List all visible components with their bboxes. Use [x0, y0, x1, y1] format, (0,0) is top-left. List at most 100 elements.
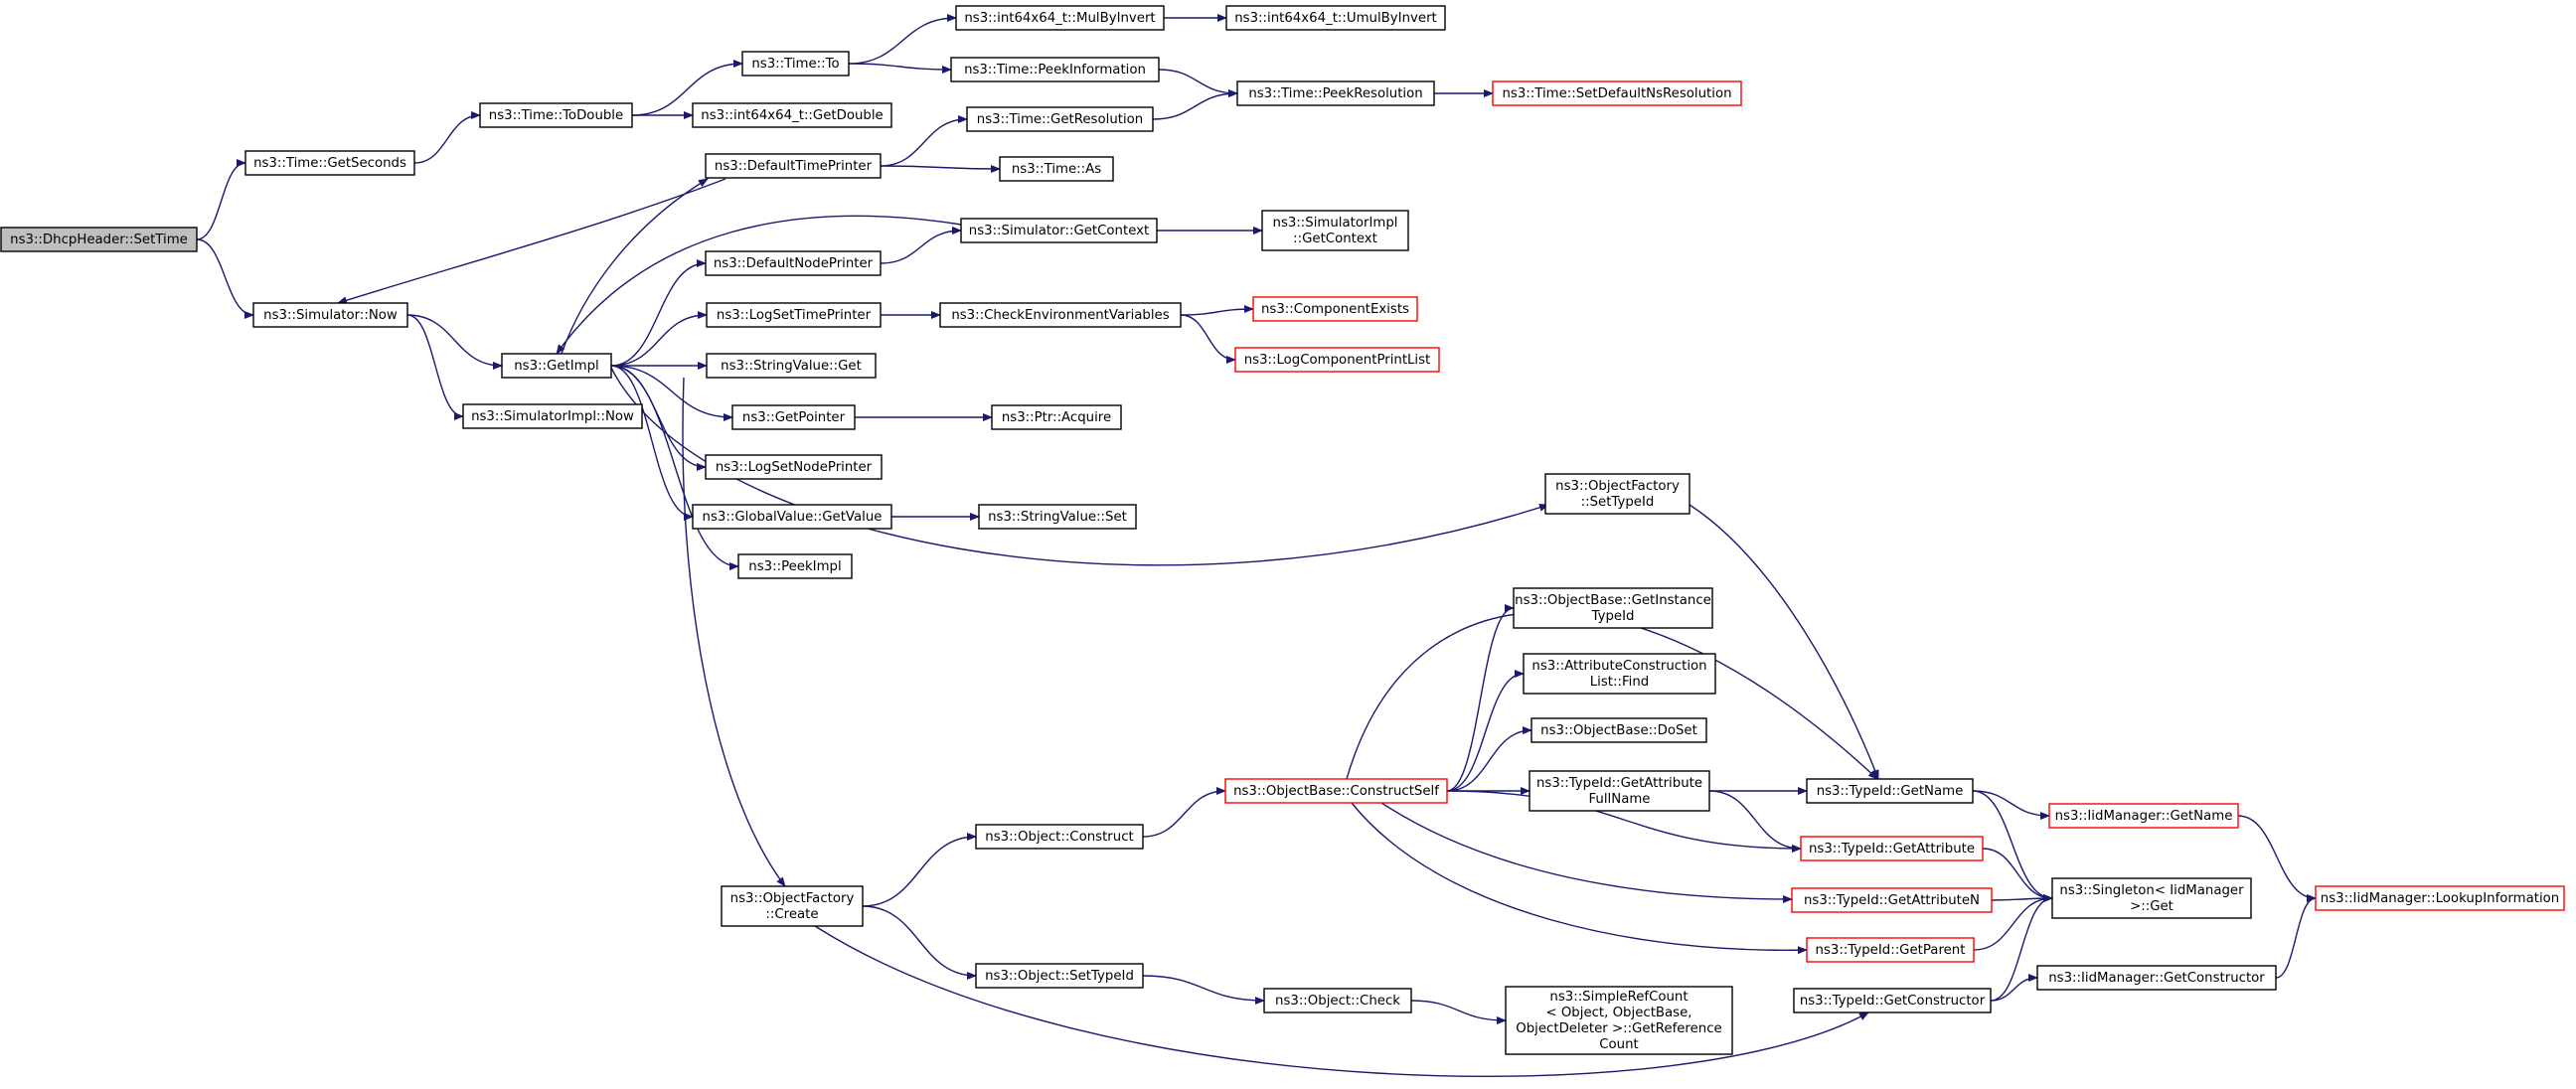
node-iidgetname[interactable]: ns3::IidManager::GetName: [2048, 803, 2239, 829]
node-box[interactable]: [501, 353, 612, 379]
node-box[interactable]: [1225, 5, 1446, 31]
node-box[interactable]: [1505, 986, 1733, 1055]
node-peekimpl[interactable]: ns3::PeekImpl: [737, 553, 853, 579]
node-box[interactable]: [978, 504, 1137, 530]
node-gvgetvalue[interactable]: ns3::GlobalValue::GetValue: [692, 504, 892, 530]
node-objcheck[interactable]: ns3::Object::Check: [1263, 988, 1412, 1013]
node-tidgetparent[interactable]: ns3::TypeId::GetParent: [1806, 937, 1975, 963]
node-box[interactable]: [939, 302, 1182, 328]
node-box[interactable]: [1530, 717, 1707, 743]
node-box[interactable]: [999, 156, 1114, 182]
node-box[interactable]: [721, 885, 864, 927]
node-iidgetconstructor[interactable]: ns3::IidManager::GetConstructor: [2036, 965, 2277, 991]
node-objsettypeid[interactable]: ns3::Object::SetTypeId: [975, 963, 1144, 989]
node-ofsettypeid[interactable]: ns3::ObjectFactory::SetTypeId: [1544, 473, 1690, 515]
node-box[interactable]: [2315, 885, 2565, 911]
node-simimplgetcontext[interactable]: ns3::SimulatorImpl::GetContext: [1261, 210, 1409, 251]
node-box[interactable]: [252, 302, 408, 328]
node-strvalget[interactable]: ns3::StringValue::Get: [706, 353, 877, 379]
node-box[interactable]: [2051, 877, 2252, 919]
node-compexists[interactable]: ns3::ComponentExists: [1252, 296, 1418, 322]
node-box[interactable]: [2036, 965, 2277, 991]
node-box[interactable]: [1252, 296, 1418, 322]
node-simplerefcount[interactable]: ns3::SimpleRefCount< Object, ObjectBase,…: [1505, 986, 1733, 1055]
node-settime[interactable]: ns3::DhcpHeader::SetTime: [0, 227, 198, 252]
node-strvalset[interactable]: ns3::StringValue::Set: [978, 504, 1137, 530]
node-box[interactable]: [1492, 80, 1742, 106]
node-ptracquire[interactable]: ns3::Ptr::Acquire: [991, 404, 1122, 430]
node-deftimeprinter[interactable]: ns3::DefaultTimePrinter: [705, 153, 882, 179]
node-box[interactable]: [1791, 887, 1993, 913]
node-tidgetattrn[interactable]: ns3::TypeId::GetAttributeN: [1791, 887, 1993, 913]
node-box[interactable]: [741, 51, 850, 77]
node-simimplnow[interactable]: ns3::SimulatorImpl::Now: [462, 403, 643, 429]
node-box[interactable]: [479, 102, 633, 128]
node-box[interactable]: [1523, 653, 1716, 695]
node-logcompprint[interactable]: ns3::LogComponentPrintList: [1234, 347, 1440, 373]
node-box[interactable]: [960, 218, 1158, 243]
node-logsettimeprinter[interactable]: ns3::LogSetTimePrinter: [706, 302, 882, 328]
node-getimpl[interactable]: ns3::GetImpl: [501, 353, 612, 379]
node-getpointer[interactable]: ns3::GetPointer: [731, 404, 856, 430]
node-todouble[interactable]: ns3::Time::ToDouble: [479, 102, 633, 128]
node-box[interactable]: [706, 302, 882, 328]
node-objconstruct[interactable]: ns3::Object::Construct: [975, 824, 1144, 850]
node-setdefres[interactable]: ns3::Time::SetDefaultNsResolution: [1492, 80, 1742, 106]
node-box[interactable]: [991, 404, 1122, 430]
node-box[interactable]: [462, 403, 643, 429]
node-mulbyinvert[interactable]: ns3::int64x64_t::MulByInvert: [955, 5, 1165, 31]
node-umulbyinvert[interactable]: ns3::int64x64_t::UmulByInvert: [1225, 5, 1446, 31]
node-box[interactable]: [1513, 587, 1713, 629]
node-logsetnodeprinter[interactable]: ns3::LogSetNodePrinter: [705, 454, 883, 480]
node-box[interactable]: [1806, 778, 1974, 804]
node-box[interactable]: [705, 250, 882, 276]
node-peekinfo[interactable]: ns3::Time::PeekInformation: [950, 57, 1160, 82]
node-box[interactable]: [975, 963, 1144, 989]
node-box[interactable]: [1236, 80, 1435, 106]
node-box[interactable]: [705, 454, 883, 480]
node-ofcreate[interactable]: ns3::ObjectFactory::Create: [721, 885, 864, 927]
node-box[interactable]: [966, 106, 1154, 132]
node-box[interactable]: [950, 57, 1160, 82]
node-tidgetname[interactable]: ns3::TypeId::GetName: [1806, 778, 1974, 804]
node-box[interactable]: [1800, 836, 1984, 861]
node-box[interactable]: [692, 504, 892, 530]
node-simnow[interactable]: ns3::Simulator::Now: [252, 302, 408, 328]
node-box[interactable]: [1263, 988, 1412, 1013]
node-getres[interactable]: ns3::Time::GetResolution: [966, 106, 1154, 132]
node-box[interactable]: [1544, 473, 1690, 515]
node-box[interactable]: [737, 553, 853, 579]
node-box[interactable]: [1224, 778, 1448, 804]
node-singleton[interactable]: ns3::Singleton< IidManager>::Get: [2051, 877, 2252, 919]
node-getseconds[interactable]: ns3::Time::GetSeconds: [244, 150, 415, 176]
node-checkenv[interactable]: ns3::CheckEnvironmentVariables: [939, 302, 1182, 328]
node-box[interactable]: [955, 5, 1165, 31]
node-box[interactable]: [1234, 347, 1440, 373]
node-tidgetattr[interactable]: ns3::TypeId::GetAttribute: [1800, 836, 1984, 861]
node-box[interactable]: [731, 404, 856, 430]
node-peekres[interactable]: ns3::Time::PeekResolution: [1236, 80, 1435, 106]
node-box[interactable]: [0, 227, 198, 252]
node-box[interactable]: [1806, 937, 1975, 963]
node-box[interactable]: [975, 824, 1144, 850]
node-box[interactable]: [1529, 770, 1710, 812]
node-box[interactable]: [1793, 988, 1992, 1013]
node-box[interactable]: [692, 102, 892, 128]
node-box[interactable]: [2048, 803, 2239, 829]
node-tidgetconstructor[interactable]: ns3::TypeId::GetConstructor: [1793, 988, 1992, 1013]
node-box[interactable]: [706, 353, 877, 379]
node-box[interactable]: [1261, 210, 1409, 251]
node-timeas[interactable]: ns3::Time::As: [999, 156, 1114, 182]
node-timeto[interactable]: ns3::Time::To: [741, 51, 850, 77]
node-box[interactable]: [244, 150, 415, 176]
node-i64getdouble[interactable]: ns3::int64x64_t::GetDouble: [692, 102, 892, 128]
node-defnodeprinter[interactable]: ns3::DefaultNodePrinter: [705, 250, 882, 276]
node-obdoset[interactable]: ns3::ObjectBase::DoSet: [1530, 717, 1707, 743]
node-box[interactable]: [705, 153, 882, 179]
node-simgetcontext[interactable]: ns3::Simulator::GetContext: [960, 218, 1158, 243]
node-obconstructself[interactable]: ns3::ObjectBase::ConstructSelf: [1224, 778, 1448, 804]
node-iidlookup[interactable]: ns3::IidManager::LookupInformation: [2315, 885, 2565, 911]
